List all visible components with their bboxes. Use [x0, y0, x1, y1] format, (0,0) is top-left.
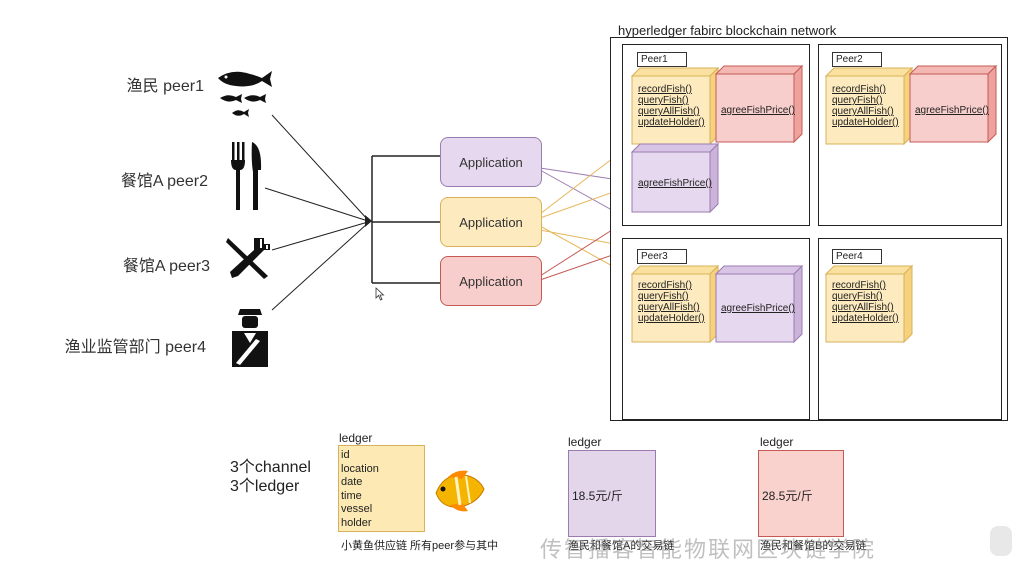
peer1-chaincode-cubes — [630, 64, 804, 214]
yellow-fish-icon — [435, 470, 485, 512]
peer2-chaincode-cubes — [824, 64, 998, 146]
scroll-indicator[interactable] — [990, 526, 1012, 556]
peer4-function-list: recordFish() queryFish() queryAllFish() … — [832, 280, 899, 324]
ledger1-field-location: location — [341, 462, 379, 475]
ledger3-caption: 渔民和餐馆B的交易链 — [760, 540, 867, 552]
peer2-fn-updateholder: updateHolder() — [832, 117, 899, 128]
ledger2-box — [568, 450, 656, 537]
peer4-chaincode-cube — [824, 264, 914, 344]
ledger1-field-date: date — [341, 476, 363, 488]
peer1-tag: Peer1 — [637, 52, 687, 67]
peer3-fn-queryallfish: queryAllFish() — [638, 302, 700, 313]
application-purple: Application — [440, 137, 542, 187]
ledger1-fields: id location date time vessel holder — [341, 449, 379, 530]
peer4-fn-queryfish: queryFish() — [832, 291, 883, 302]
peer3-fn-recordfish: recordFish() — [638, 280, 692, 291]
crossed-utensils-icon — [226, 238, 270, 279]
fish-icon — [218, 71, 272, 117]
watermark: 传智播客智能物联网区块链学院 — [540, 537, 877, 562]
peer1-agreefishprice-red: agreeFishPrice() — [721, 105, 795, 116]
ledger1-field-time: time — [341, 489, 362, 502]
fork-knife-icon — [231, 142, 262, 210]
ledger3-box — [758, 450, 844, 537]
channel-note: 3个channel 3个ledger — [230, 458, 311, 496]
actor-label-peer1: 渔民 peer1 — [126, 78, 204, 95]
peer2-fn-recordfish: recordFish() — [832, 84, 886, 95]
peer2-tag: Peer2 — [832, 52, 882, 67]
peer1-fn-queryfish: queryFish() — [638, 95, 689, 106]
actor-label-peer4: 渔业监管部门 peer4 — [64, 339, 206, 356]
ledger-count: 3个ledger — [230, 478, 300, 495]
ledger1-box — [338, 445, 425, 532]
ledger3-title: ledger — [760, 435, 794, 449]
ledger2-caption: 渔民和餐馆A的交易链 — [568, 540, 675, 552]
officer-icon — [232, 309, 268, 367]
ledger1-field-holder: holder — [341, 516, 372, 529]
peer3-fn-updateholder: updateHolder() — [638, 313, 705, 324]
ledger3-value: 28.5元/斤 — [762, 489, 813, 503]
peer3-chaincode-cubes — [630, 264, 804, 344]
ledger1-title: ledger — [339, 431, 373, 445]
application-yellow: Application — [440, 197, 542, 247]
peer4-fn-queryallfish: queryAllFish() — [832, 302, 894, 313]
ledger2-value: 18.5元/斤 — [572, 489, 623, 503]
ledger1-field-id: id — [341, 449, 350, 461]
ledger2-title: ledger — [568, 435, 602, 449]
ledger1-field-vessel: vessel — [341, 503, 373, 515]
peer2-fn-queryallfish: queryAllFish() — [832, 106, 894, 117]
peer3-tag: Peer3 — [637, 249, 687, 264]
application-red: Application — [440, 256, 542, 306]
network-title: hyperledger fabirc blockchain network — [618, 23, 837, 38]
channel-count: 3个channel — [230, 459, 311, 476]
peer1-fn-queryallfish: queryAllFish() — [638, 106, 700, 117]
peer2-function-list: recordFish() queryFish() queryAllFish() … — [832, 84, 899, 128]
ledger1-caption: 小黄鱼供应链 所有peer参与其中 — [341, 540, 499, 552]
peer1-function-list: recordFish() queryFish() queryAllFish() … — [638, 84, 705, 128]
peer3-fn-queryfish: queryFish() — [638, 291, 689, 302]
mouse-cursor-icon — [375, 287, 385, 301]
peer2-fn-queryfish: queryFish() — [832, 95, 883, 106]
peer3-agreefishprice-purple: agreeFishPrice() — [721, 303, 795, 314]
peer1-fn-updateholder: updateHolder() — [638, 117, 705, 128]
peer4-tag: Peer4 — [832, 249, 882, 264]
peer4-fn-recordfish: recordFish() — [832, 280, 886, 291]
peer1-agreefishprice-purple: agreeFishPrice() — [638, 178, 712, 189]
actor-label-peer2: 餐馆A peer2 — [120, 173, 208, 190]
peer3-function-list: recordFish() queryFish() queryAllFish() … — [638, 280, 705, 324]
peer4-fn-updateholder: updateHolder() — [832, 313, 899, 324]
actor-label-peer3: 餐馆A peer3 — [122, 258, 210, 275]
peer2-agreefishprice-red: agreeFishPrice() — [915, 105, 989, 116]
peer1-fn-recordfish: recordFish() — [638, 84, 692, 95]
